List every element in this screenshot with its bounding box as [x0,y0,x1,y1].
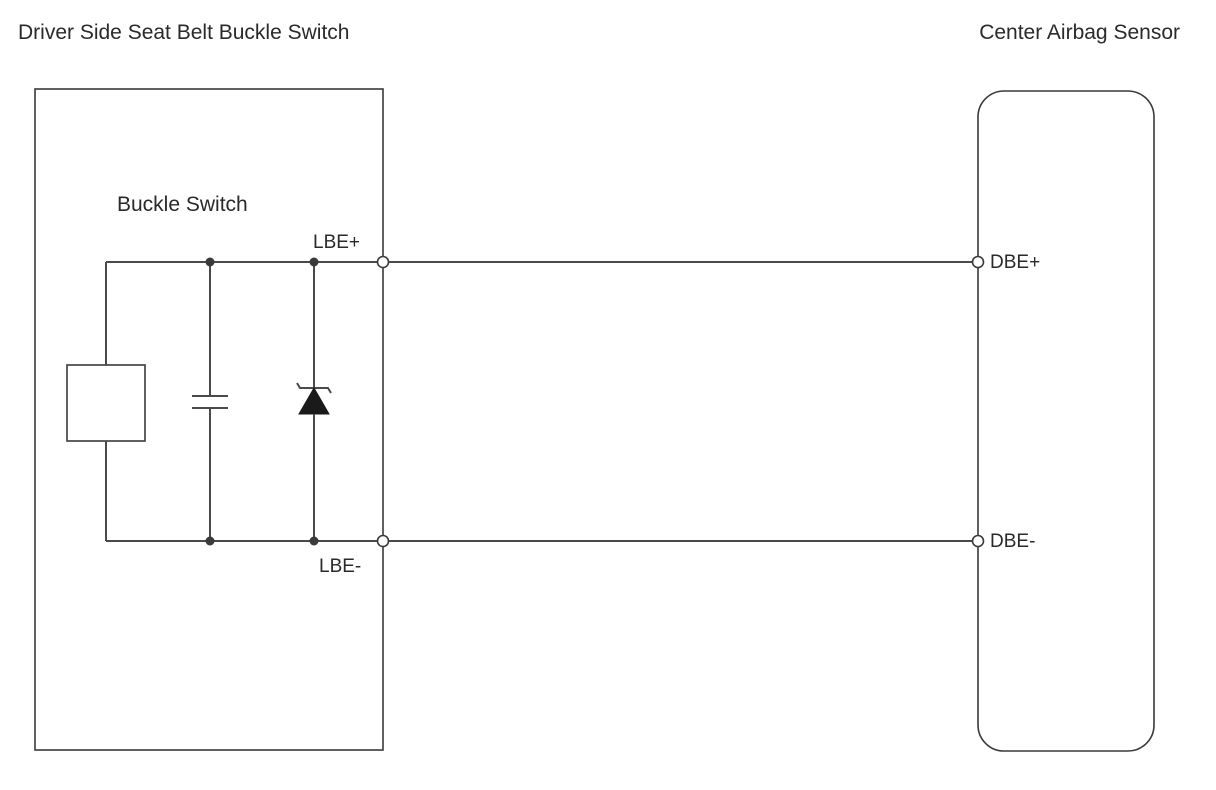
terminal-dbe-minus [971,534,985,548]
junction-dot [309,536,319,546]
pin-label-lbe-minus: LBE- [319,556,361,577]
buckle-switch-assembly-box [34,88,384,751]
terminal-dbe-plus [971,255,985,269]
airbag-sensor-box [977,90,1155,752]
buckle-switch-label: Buckle Switch [117,193,248,216]
terminal-lbe-plus [376,255,390,269]
terminal-lbe-minus [376,534,390,548]
junction-dot [205,536,215,546]
right-component-title: Center Airbag Sensor [979,21,1180,44]
pin-label-lbe-plus: LBE+ [313,232,360,253]
zener-diode-symbol [296,262,332,541]
switch-element [66,364,146,442]
pin-label-dbe-plus: DBE+ [990,252,1040,273]
capacitor-symbol [192,262,228,541]
pin-label-dbe-minus: DBE- [990,531,1035,552]
left-component-title: Driver Side Seat Belt Buckle Switch [18,21,349,44]
junction-dot [309,257,319,267]
junction-dot [205,257,215,267]
